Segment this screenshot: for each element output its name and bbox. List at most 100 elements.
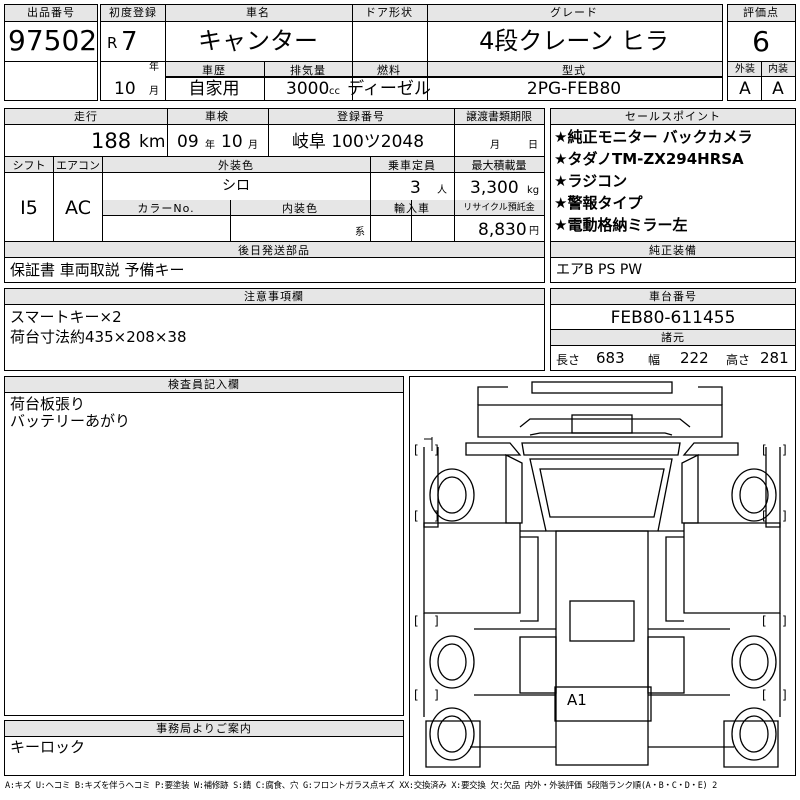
vehicle-diagram: [ ] [ ] [ ] [ ] [ ] [ ] [ ] [ ] A1 (409, 376, 796, 776)
displacement-unit: cc (329, 86, 340, 97)
inspection-year: 09 (177, 132, 199, 152)
mileage-value: 188 (91, 129, 132, 153)
recycle-label: リサイクル預託金 (463, 203, 535, 213)
diagram-bracket: [ (762, 509, 767, 523)
transfer-day-unit: 日 (528, 140, 538, 151)
diagram-bracket: [ (762, 614, 767, 628)
diagram-bracket: [ (762, 688, 767, 702)
height-label: 高さ (726, 353, 751, 367)
diagram-bracket: ] (434, 688, 439, 702)
legend-text: A:キズ U:ヘコミ B:キズを伴うヘコミ P:要塗装 W:補修跡 S:錆 C:… (5, 781, 718, 791)
first-reg-era: R (107, 34, 118, 52)
model-value: 2PG-FEB80 (526, 79, 622, 99)
int-color-suffix: 系 (355, 227, 365, 238)
plate-value: 岐阜 100ツ2048 (291, 132, 425, 152)
transfer-label: 譲渡書類期限 (466, 110, 532, 123)
diagram-bracket: [ (762, 443, 767, 457)
recycle-value: 8,830 (478, 220, 527, 240)
car-name-label: 車名 (246, 6, 270, 19)
sales-point-item: ★純正モニター バックカメラ (554, 128, 753, 146)
first-reg-month-unit: 月 (149, 86, 159, 97)
first-reg-year-unit: 年 (149, 62, 159, 73)
height-value: 281 (760, 349, 789, 367)
inspection-month: 10 (221, 132, 243, 152)
shift-label: シフト (12, 159, 46, 172)
notes-label: 注意事項欄 (244, 290, 304, 303)
aircon-label: エアコン (56, 159, 100, 172)
grade-label: グレード (550, 6, 598, 19)
office-label: 事務局よりご案内 (156, 722, 252, 735)
model-label: 型式 (562, 64, 586, 77)
shift-value: I5 (20, 197, 38, 219)
int-color-label: 内装色 (282, 202, 318, 215)
width-value: 222 (680, 349, 709, 367)
car-name: キャンター (198, 27, 318, 55)
length-label: 長さ (556, 353, 581, 367)
diagram-bracket: [ (414, 443, 419, 457)
capacity-unit: 人 (437, 185, 447, 196)
grade-value: 4段クレーン ヒラ (479, 27, 669, 55)
score-value: 6 (752, 25, 770, 58)
later-parts-value: 保証書 車両取説 予備キー (10, 261, 185, 279)
lot-header (5, 5, 97, 22)
ext-color-value: シロ (222, 178, 250, 194)
lot-label: 出品番号 (27, 6, 75, 19)
first-reg-month: 10 (114, 79, 136, 99)
diagram-bracket: [ (414, 688, 419, 702)
diagram-bracket: ] (782, 443, 787, 457)
truck-diagram (423, 381, 781, 768)
fuel-label: 燃料 (377, 64, 401, 77)
displacement-label: 排気量 (290, 64, 326, 77)
inspector-line: 荷台板張り (10, 395, 86, 413)
max-load-value: 3,300 (470, 178, 519, 198)
inspection-month-unit: 月 (248, 140, 258, 151)
diagram-bracket: ] (434, 614, 439, 628)
max-load-unit: kg (527, 185, 540, 196)
recycle-unit: 円 (529, 226, 539, 237)
history-label: 車歴 (202, 64, 226, 77)
exterior-label: 外装 (735, 64, 755, 75)
equipment-value: エアB PS PW (556, 262, 643, 278)
inspector-line: バッテリーあがり (10, 412, 131, 430)
chassis-label: 車台番号 (649, 290, 697, 303)
mileage-unit: km (139, 132, 166, 152)
diagram-marker: A1 (567, 691, 587, 709)
fuel-value: ディーゼル (347, 79, 431, 99)
first-reg-year: 7 (121, 27, 138, 57)
length-value: 683 (596, 349, 625, 367)
displacement-value: 3000 (286, 79, 330, 99)
interior-label: 内装 (768, 64, 788, 75)
score-label: 評価点 (743, 6, 779, 19)
width-label: 幅 (648, 353, 661, 367)
diagram-bracket: [ (414, 509, 419, 523)
aircon-value: AC (65, 197, 91, 219)
chassis-value: FEB80-611455 (610, 308, 736, 328)
sales-points-label: セールスポイント (625, 110, 721, 123)
sales-point-item: ★タダノTM-ZX294HRSA (554, 150, 744, 168)
import-label: 輸入車 (394, 202, 430, 215)
history-value: 自家用 (188, 79, 240, 99)
color-no-label: カラーNo. (137, 202, 195, 215)
lot-number: 97502 (8, 24, 98, 57)
notes-line: 荷台寸法約435×208×38 (10, 328, 187, 346)
sales-point-item: ★ラジコン (554, 172, 628, 190)
inspector-box (4, 376, 404, 716)
notes-line: スマートキー×2 (10, 308, 122, 326)
inspection-year-unit: 年 (205, 140, 215, 151)
exterior-grade: A (739, 79, 751, 99)
diagram-bracket: ] (434, 509, 439, 523)
diagram-bracket: [ (414, 614, 419, 628)
transfer-month-unit: 月 (490, 140, 500, 151)
diagram-bracket: ] (782, 688, 787, 702)
sales-point-item: ★警報タイプ (554, 194, 643, 212)
sales-point-item: ★電動格納ミラー左 (554, 216, 688, 234)
capacity-label: 乗車定員 (388, 159, 436, 172)
diagram-bracket: ] (434, 443, 439, 457)
plate-label: 登録番号 (337, 110, 385, 123)
diagram-bracket: ] (782, 614, 787, 628)
diagram-bracket: ] (782, 509, 787, 523)
equipment-label: 純正装備 (649, 244, 697, 257)
specs-label: 諸元 (661, 331, 685, 344)
first-reg-label: 初度登録 (109, 6, 157, 19)
inspection-label: 車検 (205, 110, 229, 123)
